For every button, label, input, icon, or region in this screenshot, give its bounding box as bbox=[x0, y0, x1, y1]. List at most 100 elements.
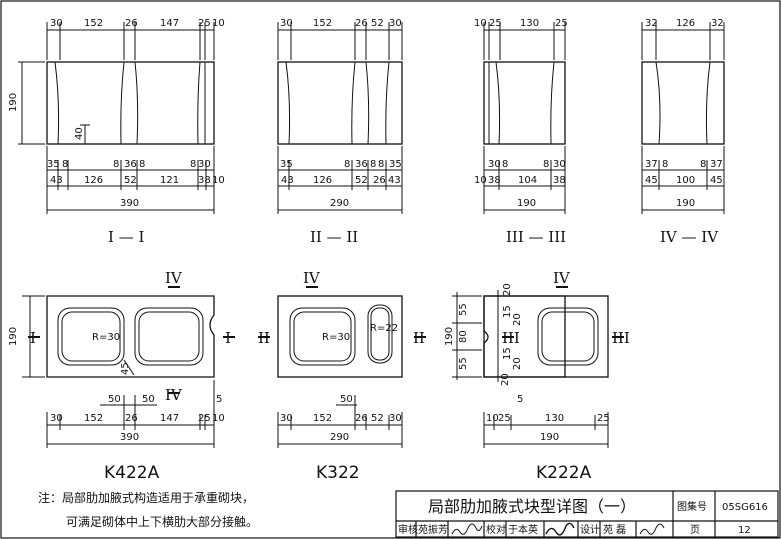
review-label: 审核 bbox=[398, 523, 418, 536]
k422a-cut-left: I bbox=[30, 329, 36, 347]
k222a-rib-2: 20 bbox=[512, 313, 523, 326]
s3-bottom-r2-1: 38 bbox=[488, 175, 501, 186]
plan-k322 bbox=[258, 286, 426, 448]
k422a-rib-0: 50 bbox=[108, 394, 121, 405]
k422a-dim-1: 152 bbox=[84, 413, 103, 424]
s1-bottom-r2-5: 10 bbox=[212, 175, 225, 186]
s4-bottom-r1-0: 37 bbox=[645, 159, 658, 170]
s3-bottom-r2-3: 38 bbox=[553, 175, 566, 186]
s4-bottom-r1-3: 37 bbox=[710, 159, 723, 170]
section-4-4 bbox=[641, 22, 725, 214]
k322-cut-right: II bbox=[413, 329, 425, 347]
k322-dim-0: 30 bbox=[280, 413, 293, 424]
s1-title: I — I bbox=[108, 228, 144, 246]
k422a-dim-6: 5 bbox=[216, 394, 222, 405]
k422a-dim-4: 25 bbox=[198, 413, 211, 424]
atlas-number: 05SG616 bbox=[722, 502, 768, 513]
s3-bottom-r2-2: 104 bbox=[518, 175, 537, 186]
review-signature bbox=[451, 523, 483, 535]
s1-top-dim-0: 30 bbox=[50, 18, 63, 29]
s4-bottom-r2-2: 45 bbox=[710, 175, 723, 186]
section-3-3 bbox=[483, 22, 566, 214]
k322-dim-4: 30 bbox=[389, 413, 402, 424]
s1-bottom-r2-2: 52 bbox=[124, 175, 137, 186]
s2-bottom-r1-5: 35 bbox=[389, 159, 402, 170]
k222a-rib-5: 20 bbox=[500, 373, 511, 386]
k422a-cut-right: I bbox=[225, 329, 231, 347]
k422a-dim-2: 26 bbox=[125, 413, 138, 424]
k222a-left-2: 55 bbox=[458, 357, 469, 370]
s2-title: II — II bbox=[310, 228, 358, 246]
s3-bottom-r1-2: 8 bbox=[543, 159, 549, 170]
check-label: 校对 bbox=[486, 523, 506, 536]
design-name: 苑 磊 bbox=[603, 523, 626, 536]
s2-bottom-r1-3: 8 bbox=[370, 159, 376, 170]
k322-cut-top: IV bbox=[303, 269, 321, 287]
s1-rib-dim: 40 bbox=[74, 127, 85, 140]
s1-bottom-r2-0: 43 bbox=[50, 175, 63, 186]
k322-radius: R=30 bbox=[322, 332, 350, 343]
s4-bottom-r2-0: 45 bbox=[645, 175, 658, 186]
k422a-cut-bottom: IV bbox=[165, 386, 183, 404]
k222a-left-0: 55 bbox=[458, 303, 469, 316]
k422a-rib-1: 50 bbox=[142, 394, 155, 405]
s2-bottom-r2-2: 52 bbox=[355, 175, 368, 186]
s1-top-dim-5: 10 bbox=[212, 18, 225, 29]
s1-top-dim-2: 26 bbox=[125, 18, 138, 29]
note-line-1: 注：局部肋加腋式构造适用于承重砌块， bbox=[38, 490, 254, 505]
k222a-rib-0: 20 bbox=[502, 283, 513, 296]
s1-height: 190 bbox=[8, 93, 19, 112]
s3-bottom-r1-1: 8 bbox=[502, 159, 508, 170]
section-2-2 bbox=[277, 22, 403, 214]
k322-rib: 50 bbox=[340, 394, 353, 405]
section-1-1 bbox=[18, 22, 215, 214]
k422a-dim-0: 30 bbox=[50, 413, 63, 424]
drawing-title: 局部肋加腋式块型详图（一） bbox=[428, 497, 636, 516]
k422a-height: 190 bbox=[8, 327, 19, 346]
plan-k222a bbox=[452, 286, 624, 448]
s1-bottom-r1-0: 35 bbox=[47, 159, 60, 170]
s3-title: III — III bbox=[506, 228, 566, 246]
s1-bottom-r1-6: 30 bbox=[198, 159, 211, 170]
s1-top-dim-1: 152 bbox=[84, 18, 103, 29]
k222a-model: K222A bbox=[536, 463, 592, 483]
k422a-total: 390 bbox=[120, 432, 139, 443]
k222a-dim-2: 130 bbox=[545, 413, 564, 424]
s4-bottom-r1-1: 8 bbox=[662, 159, 668, 170]
s4-top-dim-2: 32 bbox=[711, 18, 724, 29]
s2-top-dim-2: 26 bbox=[355, 18, 368, 29]
s2-bottom-r2-3: 26 bbox=[373, 175, 386, 186]
s3-top-dim-2: 130 bbox=[520, 18, 539, 29]
s1-top-dim-4: 25 bbox=[198, 18, 211, 29]
k322-total: 290 bbox=[330, 432, 349, 443]
s2-bottom-r2-4: 43 bbox=[388, 175, 401, 186]
s1-bottom-r2-1: 126 bbox=[84, 175, 103, 186]
s3-bottom-r1-0: 30 bbox=[488, 159, 501, 170]
design-signature bbox=[639, 523, 665, 535]
note-line-2: 可满足砌体中上下横肋大部分接触。 bbox=[66, 514, 258, 529]
s1-bottom-r1-3: 36 bbox=[124, 159, 137, 170]
k222a-cut-left: III bbox=[502, 329, 520, 347]
s3-bottom-r2-0: 10 bbox=[474, 175, 487, 186]
design-label: 设计 bbox=[580, 523, 600, 536]
k322-dim-1: 152 bbox=[313, 413, 332, 424]
k222a-left-1: 80 bbox=[458, 330, 469, 343]
k222a-dim-3: 25 bbox=[597, 413, 610, 424]
s2-top-dim-4: 30 bbox=[389, 18, 402, 29]
s1-bottom-r1-2: 8 bbox=[113, 159, 119, 170]
plan-k422a bbox=[22, 286, 235, 448]
title-block-frame bbox=[395, 490, 779, 538]
k222a-total: 190 bbox=[540, 432, 559, 443]
k322-cut-left: II bbox=[258, 329, 270, 347]
k222a-cut-right: III bbox=[612, 329, 630, 347]
k322-model: K322 bbox=[316, 463, 360, 483]
s1-bottom-r2-3: 121 bbox=[160, 175, 179, 186]
s2-top-dim-0: 30 bbox=[280, 18, 293, 29]
check-name: 于本英 bbox=[508, 523, 538, 536]
k222a-dim-0: 10 bbox=[486, 413, 499, 424]
k422a-model: K422A bbox=[104, 463, 160, 483]
s4-top-dim-1: 126 bbox=[676, 18, 695, 29]
s1-bottom-r2-4: 38 bbox=[198, 175, 211, 186]
s3-top-dim-3: 25 bbox=[555, 18, 568, 29]
